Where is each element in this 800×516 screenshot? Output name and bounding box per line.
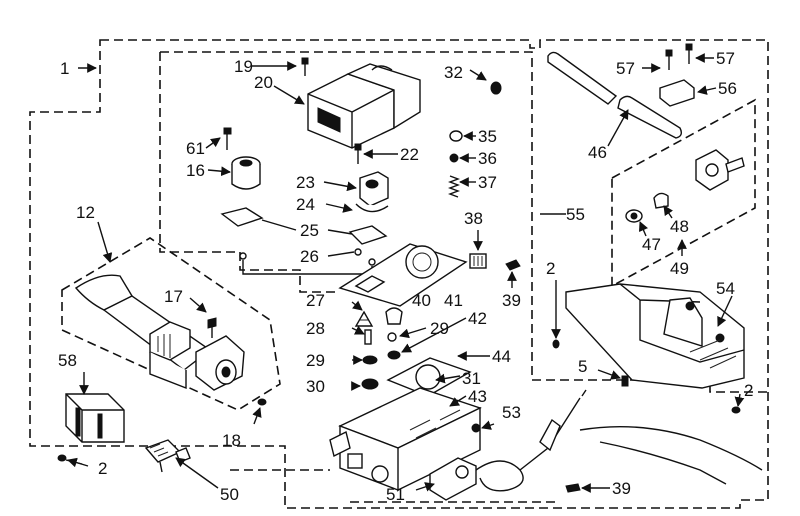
callout-label: 2 (744, 381, 753, 400)
thermocouple-parts (429, 389, 763, 501)
bracket-58-part (57, 393, 125, 465)
spring-parts (448, 130, 463, 198)
burner-assembly-part (74, 274, 267, 406)
callout-label: 22 (400, 145, 419, 164)
callout-label: 56 (718, 79, 737, 98)
outer-assembly-boundary (29, 39, 769, 509)
callout-label: 26 (300, 247, 319, 266)
knob-32-part (490, 81, 502, 95)
callout-label: 57 (616, 59, 635, 78)
valve-49-part (625, 149, 745, 223)
mounting-bracket-54-part (552, 283, 745, 414)
leader-lines (67, 53, 745, 493)
callout-label: 48 (670, 217, 689, 236)
callout-label: 31 (462, 369, 481, 388)
callout-label: 24 (296, 195, 315, 214)
callout-label: 29 (430, 319, 449, 338)
callout-label: 58 (58, 351, 77, 370)
callout-label: 40 (412, 291, 431, 310)
control-group-boundary (160, 51, 768, 393)
callout-label: 27 (306, 291, 325, 310)
callout-label: 30 (306, 377, 325, 396)
callout-label: 41 (444, 291, 463, 310)
callout-label: 50 (220, 485, 239, 504)
gas-valve-body-part (329, 357, 482, 491)
callout-labels: 1 2 2 2 5 12 16 17 18 19 20 22 23 24 25 … (58, 49, 753, 504)
callout-label: 5 (578, 357, 587, 376)
callout-label: 57 (716, 49, 735, 68)
callout-label: 12 (76, 203, 95, 222)
callout-label: 2 (546, 259, 555, 278)
callout-label: 51 (386, 485, 405, 504)
callout-label: 39 (502, 291, 521, 310)
callout-label: 23 (296, 173, 315, 192)
pilot-tube-part (547, 51, 683, 139)
screw-19-part (301, 57, 309, 76)
callout-label: 19 (234, 57, 253, 76)
callout-label: 55 (566, 205, 585, 224)
burner-group-boundary (61, 237, 281, 411)
callout-label: 20 (254, 73, 273, 92)
callout-label: 29 (306, 351, 325, 370)
callout-label: 18 (222, 431, 241, 450)
callout-label: 47 (642, 235, 661, 254)
callout-label: 17 (164, 287, 183, 306)
valve-bracket-boundary (611, 98, 756, 288)
callout-label: 36 (478, 149, 497, 168)
callout-label: 25 (300, 221, 319, 240)
solenoid-group-boundary (159, 52, 338, 293)
callout-label: 38 (464, 209, 483, 228)
igniter-50-part (144, 439, 191, 473)
callout-label: 39 (612, 479, 631, 498)
callout-label: 46 (588, 143, 607, 162)
base-group-boundary (230, 469, 560, 503)
callout-label: 37 (478, 173, 497, 192)
callout-label: 35 (478, 127, 497, 146)
callout-label: 2 (98, 459, 107, 478)
callout-label: 1 (60, 59, 69, 78)
callout-label: 44 (492, 347, 511, 366)
fitting-56-part (659, 43, 695, 107)
callout-label: 32 (444, 63, 463, 82)
callout-label: 61 (186, 139, 205, 158)
callout-label: 42 (468, 309, 487, 328)
assembly-boundaries (29, 39, 769, 509)
callout-label: 54 (716, 279, 735, 298)
callout-label: 16 (186, 161, 205, 180)
callout-label: 49 (670, 259, 689, 278)
callout-label: 53 (502, 403, 521, 422)
coil-16-part (223, 127, 261, 190)
bracket-parts (220, 143, 389, 275)
diaphragm-stack-parts (354, 307, 403, 390)
callout-label: 43 (468, 387, 487, 406)
callout-label: 28 (306, 319, 325, 338)
solenoid-cover-part (307, 63, 421, 149)
regulator-plate-part (338, 243, 521, 307)
